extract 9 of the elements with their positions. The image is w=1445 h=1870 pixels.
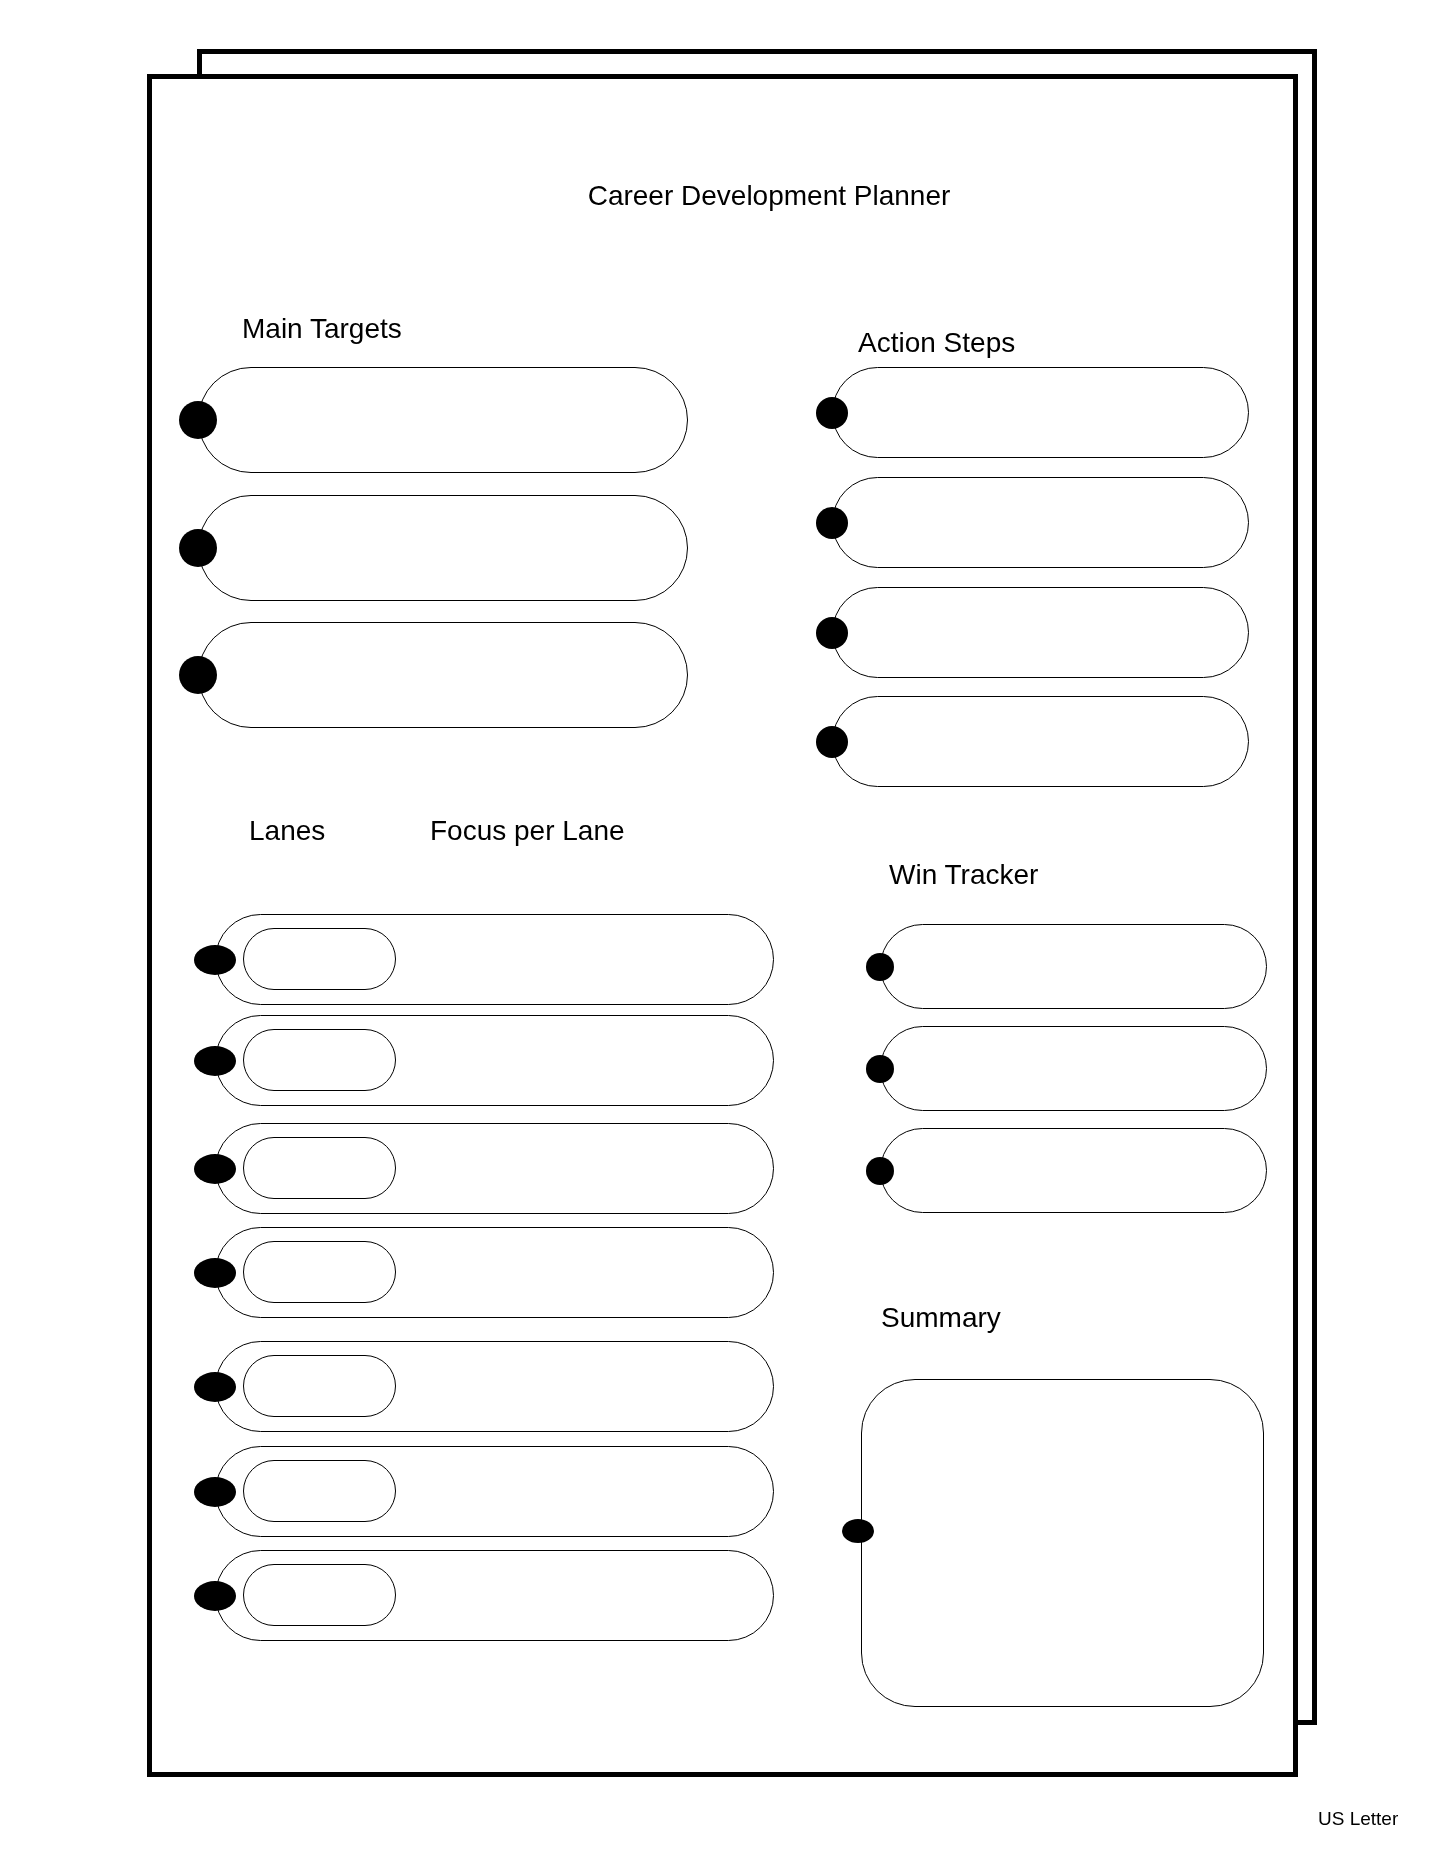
section-heading: Focus per Lane xyxy=(430,815,625,847)
page-size-note: US Letter xyxy=(1318,1808,1399,1830)
section-heading: Action Steps xyxy=(858,327,1016,359)
section-heading: Main Targets xyxy=(242,313,402,345)
title: Career Development Planner xyxy=(586,180,952,212)
section-heading: Lanes xyxy=(249,815,326,847)
entry-field xyxy=(861,1379,1264,1707)
section-heading: Win Tracker xyxy=(889,859,1039,891)
section-heading: Summary xyxy=(881,1302,1001,1334)
